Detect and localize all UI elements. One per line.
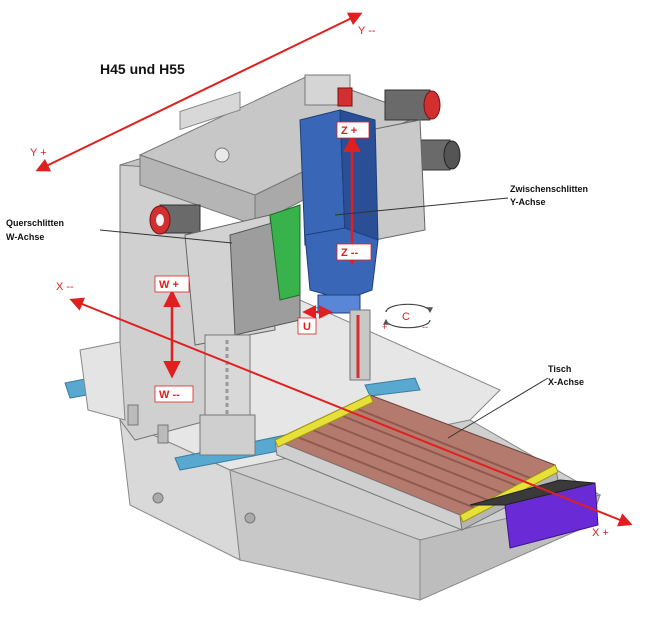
w-plus-label: W + [159,279,179,291]
x-plus-label: X + [592,527,609,539]
c-plus-label: + [382,322,387,332]
zwischen-callout-line1: Zwischenschlitten [510,184,588,194]
y-plus-label: Y + [30,147,47,159]
c-minus-label: -- [422,322,428,332]
tisch-leader [447,377,549,439]
c-label: C [402,311,410,323]
quer-callout-line1: Querschlitten [6,218,64,228]
y-minus-label: Y -- [358,25,376,37]
zwischen-callout-line2: Y-Achse [510,197,546,207]
diagram-title: H45 und H55 [100,61,185,77]
quer-callout-line2: W-Achse [6,232,44,242]
u-label: U [303,321,311,333]
x-minus-label: X -- [56,281,74,293]
y-axis-arrow [35,12,363,172]
tisch-callout-line1: Tisch [548,364,571,374]
z-plus-label: Z + [341,125,357,137]
z-minus-label: Z -- [341,247,358,259]
zwischen-leader [334,197,509,216]
w-axis-motor [149,204,201,235]
c-rotation-icon [383,303,433,329]
tisch-callout-line2: X-Achse [548,377,584,387]
quer-leader [99,229,233,244]
w-minus-label: W -- [159,389,180,401]
